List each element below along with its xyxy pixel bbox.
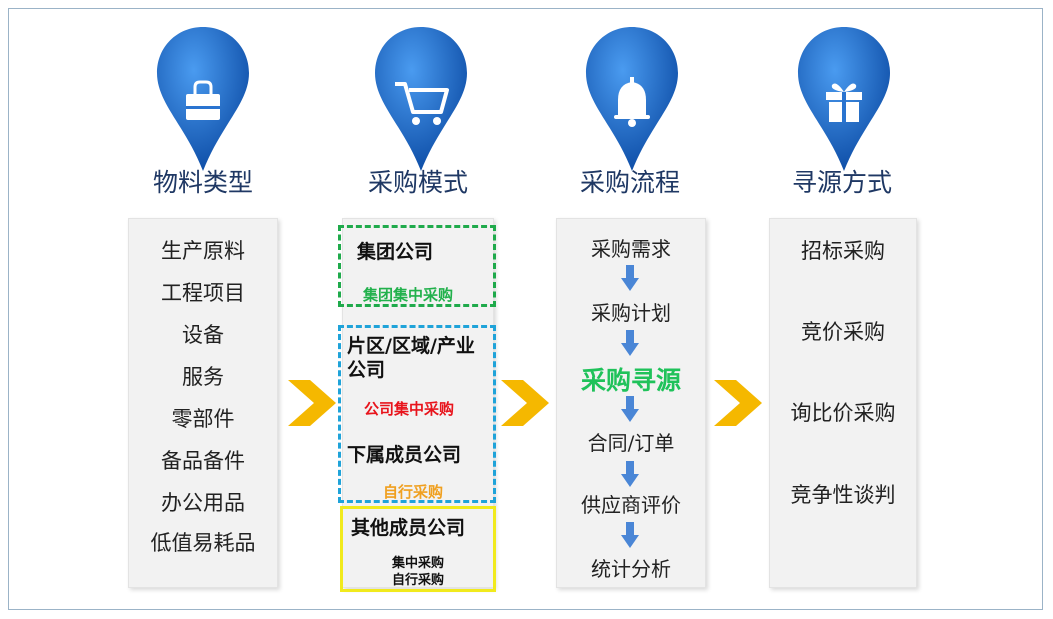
list-item: 招标采购: [801, 239, 885, 263]
gift-icon: [796, 25, 892, 122]
heading-procurement-process: 采购流程: [579, 168, 680, 197]
list-item: 生产原料: [161, 239, 245, 263]
pin-mode: [373, 25, 469, 175]
list-item: 设备: [182, 323, 224, 347]
shopping-bag-icon: [155, 25, 251, 121]
process-step: 合同/订单: [587, 431, 675, 455]
shopping-cart-icon: [373, 25, 469, 125]
list-item: 询比价采购: [790, 401, 896, 425]
pin-process: [584, 25, 680, 175]
heading-sourcing-method: 寻源方式: [791, 168, 892, 197]
panel-material-types: 生产原料 工程项目 设备 服务 零部件 备品备件 办公用品 低值易耗品: [128, 218, 278, 588]
list-item: 办公用品: [161, 491, 245, 515]
process-step-highlight: 采购寻源: [580, 366, 681, 395]
arrow-down-icon: [621, 396, 639, 422]
panel-procurement-modes: [342, 218, 494, 588]
regional-title: 片区/区域/产业公司: [347, 335, 475, 381]
regional-box: [338, 325, 496, 503]
bell-icon: [584, 25, 680, 127]
process-step: 采购计划: [591, 301, 671, 325]
other-title: 其他成员公司: [351, 517, 466, 539]
list-item: 竞争性谈判: [790, 483, 896, 507]
group-box: [338, 225, 496, 307]
panel-procurement-process: 采购需求 采购计划 采购寻源 合同/订单 供应商评价 统计分析: [556, 218, 706, 588]
other-mode-self: 自行采购: [391, 573, 444, 588]
chevron-right-icon: [288, 380, 336, 426]
process-step: 供应商评价: [581, 493, 681, 517]
process-step: 统计分析: [591, 557, 671, 581]
chevron-right-icon: [714, 380, 762, 426]
regional-mode: 公司集中采购: [364, 400, 455, 418]
panel-sourcing-methods: 招标采购 竞价采购 询比价采购 竞争性谈判: [769, 218, 917, 588]
process-step: 采购需求: [591, 237, 671, 261]
sub-member-title: 下属成员公司: [347, 444, 462, 466]
sub-member-mode: 自行采购: [383, 483, 444, 501]
list-item: 竞价采购: [801, 320, 885, 344]
pin-sourcing: [796, 25, 892, 175]
list-item: 低值易耗品: [150, 531, 256, 555]
arrow-down-icon: [621, 265, 639, 291]
pin-material: [155, 25, 251, 175]
other-box: [340, 506, 496, 592]
heading-procurement-mode: 采购模式: [367, 168, 468, 197]
list-item: 备品备件: [161, 449, 245, 473]
arrow-down-icon: [621, 522, 639, 548]
arrow-down-icon: [621, 461, 639, 487]
arrow-down-icon: [621, 330, 639, 356]
other-mode-central: 集中采购: [391, 556, 444, 571]
chevron-right-icon: [501, 380, 549, 426]
list-item: 工程项目: [161, 281, 245, 305]
list-item: 零部件: [171, 407, 235, 431]
group-title: 集团公司: [357, 241, 434, 263]
heading-material-type: 物料类型: [152, 168, 253, 197]
list-item: 服务: [182, 365, 224, 389]
group-mode: 集团集中采购: [363, 286, 454, 304]
